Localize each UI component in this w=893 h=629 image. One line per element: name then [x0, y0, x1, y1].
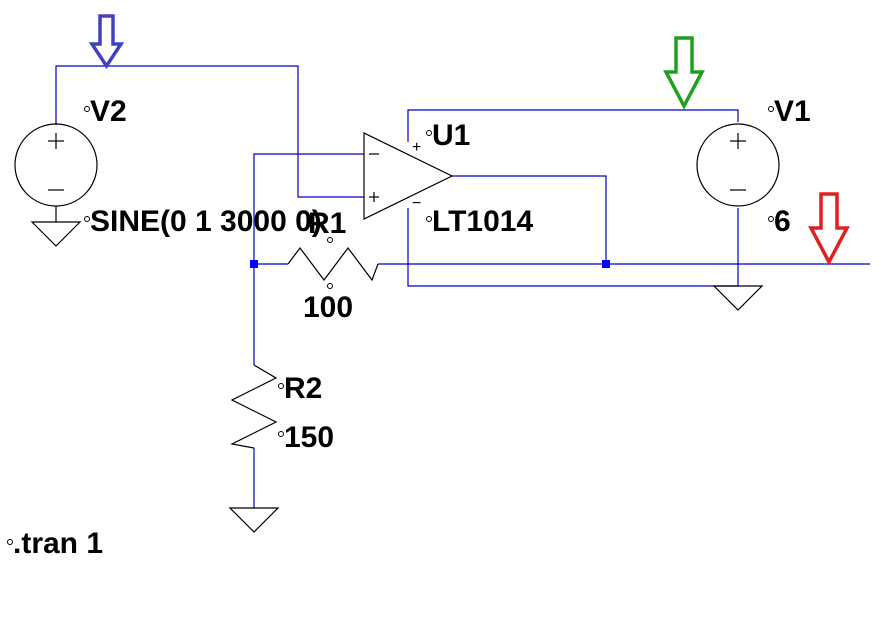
opamp-vplus-pin-label: + [412, 139, 421, 156]
voltage-source-v2[interactable] [14, 123, 98, 247]
opamp-u1[interactable]: + − [363, 132, 454, 220]
u1-ref-label[interactable]: U1 [432, 119, 470, 152]
voltage-source-v1[interactable] [696, 123, 780, 311]
arrow-down-icon [808, 192, 850, 266]
anchor-v1-value [768, 216, 774, 222]
anchor-v2-value [84, 216, 90, 222]
ground-symbol-v1 [712, 285, 764, 311]
wire-feedback-node-to-inverting [253, 153, 364, 264]
r1-zigzag [287, 247, 379, 282]
input-probe-arrow-icon [88, 14, 125, 70]
anchor-r1-value [327, 283, 333, 289]
wire-v2-top-to-opamp [55, 65, 364, 198]
r2-value-label[interactable]: 150 [284, 421, 334, 454]
junction-output-node [602, 260, 610, 268]
anchor-v2-ref [84, 106, 90, 112]
output-probe-arrow-icon [808, 192, 850, 266]
wire-v-plus-supply [407, 109, 739, 142]
v1-body [696, 123, 780, 207]
resistor-r2[interactable] [228, 364, 280, 533]
spice-directive[interactable]: .tran 1 [13, 527, 103, 560]
anchor-v1-ref [768, 106, 774, 112]
r2-zigzag [230, 364, 278, 449]
anchor-r2-ref [278, 383, 284, 389]
r2-ref-label[interactable]: R2 [284, 372, 322, 405]
attribute-anchors [7, 106, 774, 545]
opamp-body [363, 132, 454, 220]
u1-value-label[interactable]: LT1014 [432, 205, 533, 238]
arrow-down-icon [663, 36, 705, 110]
ground-symbol-v2 [30, 221, 82, 247]
v1-ref-label[interactable]: V1 [774, 95, 811, 128]
arrow-down-icon [88, 14, 125, 70]
wire-opamp-output [452, 175, 607, 264]
resistor-r1[interactable] [287, 247, 379, 282]
anchor-u1-ref [426, 130, 432, 136]
opamp-vminus-pin-label: − [412, 195, 421, 212]
v1-value-label[interactable]: 6 [774, 205, 791, 238]
junction-feedback-node [250, 260, 258, 268]
wire-v-minus-ground [407, 208, 738, 287]
anchor-directive [7, 539, 13, 545]
v2-ref-label[interactable]: V2 [90, 95, 127, 128]
supply-probe-arrow-icon [663, 36, 705, 110]
r1-ref-label[interactable]: R1 [308, 207, 346, 240]
anchor-r1-ref [327, 237, 333, 243]
anchor-r2-value [278, 431, 284, 437]
v2-value-label[interactable]: SINE(0 1 3000 0) [90, 205, 322, 238]
anchor-u1-value [426, 216, 432, 222]
ground-symbol-r2 [228, 507, 280, 533]
wires [55, 65, 870, 508]
r1-value-label[interactable]: 100 [303, 291, 353, 324]
